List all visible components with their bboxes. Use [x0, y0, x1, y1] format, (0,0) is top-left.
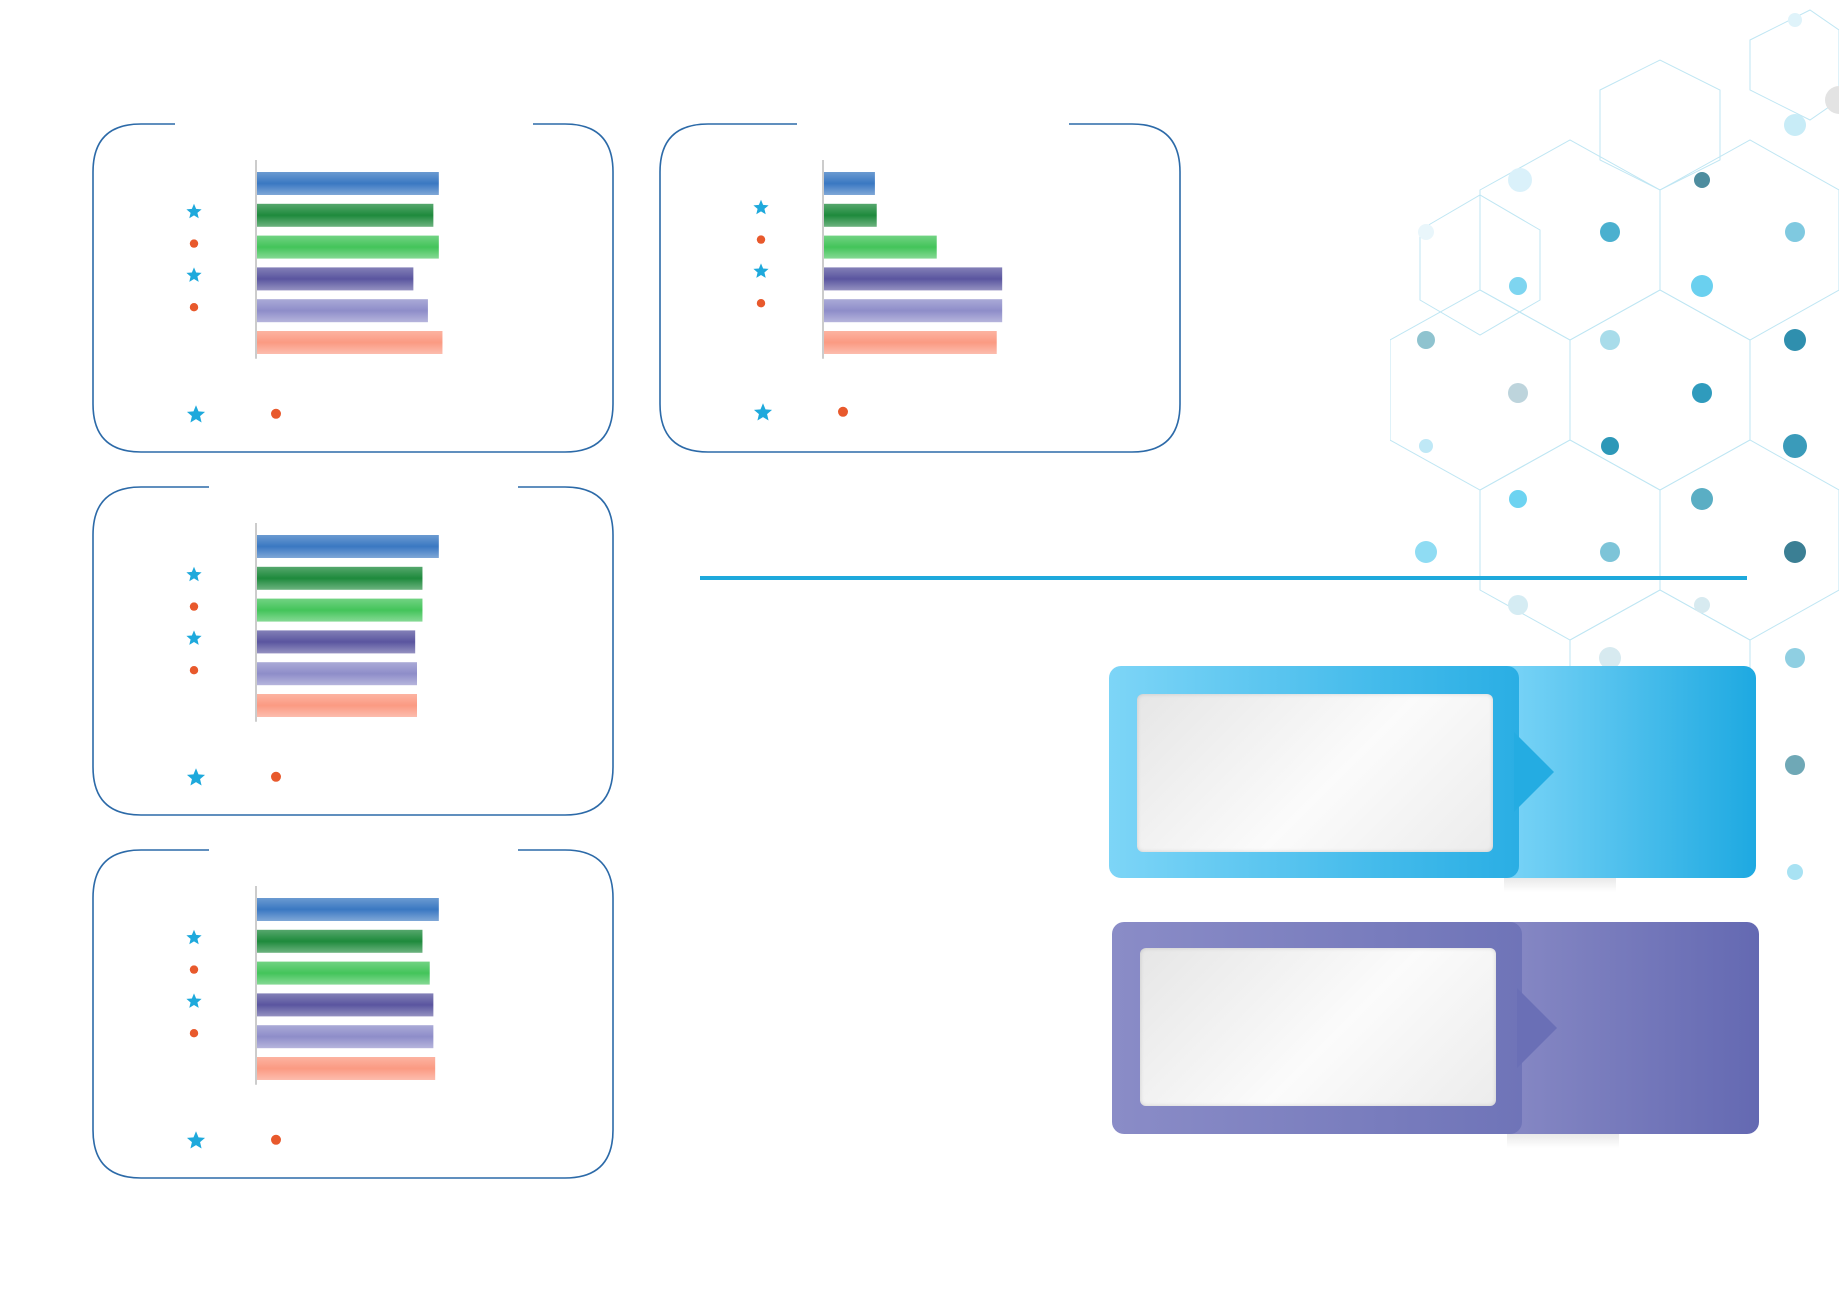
bar-5 [257, 662, 417, 686]
callout-shadow [1504, 878, 1616, 892]
bar-chart-3 [92, 486, 614, 816]
bar-chart-4 [92, 849, 614, 1179]
bar-4 [257, 267, 414, 291]
bar-2 [257, 203, 434, 227]
dot-icon [189, 1029, 199, 1038]
bar-6 [257, 694, 417, 717]
star-icon [186, 566, 202, 582]
bar-2 [824, 203, 877, 227]
bar-1 [824, 172, 875, 195]
bar-chart-2 [659, 123, 1181, 453]
dot-icon [189, 666, 199, 675]
legend-star-icon [186, 768, 206, 786]
chart-panel-4 [92, 848, 614, 1179]
bar-chart-1 [92, 123, 614, 453]
chart-panel-3 [92, 485, 614, 816]
legend-dot-icon [838, 406, 848, 417]
chart-panel-2 [659, 122, 1181, 453]
bar-3 [257, 961, 430, 985]
bar-2 [257, 929, 423, 953]
dot-icon [189, 965, 199, 974]
bar-6 [824, 331, 997, 354]
star-icon [186, 203, 202, 219]
legend-star-icon [186, 405, 206, 423]
dot-icon [189, 239, 199, 248]
star-icon [186, 929, 202, 945]
bar-1 [257, 535, 439, 558]
callout-arrow-icon [1517, 988, 1557, 1068]
chart-frame [92, 123, 614, 453]
star-icon [753, 263, 769, 278]
divider-line [700, 576, 1747, 580]
legend-dot-icon [271, 408, 281, 419]
star-icon [186, 993, 202, 1008]
chart-frame [92, 486, 614, 816]
hexagon-network-background [1390, 9, 1839, 880]
bar-4 [824, 267, 1003, 291]
chart-frame [659, 123, 1181, 453]
bar-3 [824, 235, 937, 259]
bar-6 [257, 331, 443, 354]
callout-text-area [1140, 948, 1496, 1106]
dot-icon [756, 235, 766, 244]
bar-4 [257, 993, 434, 1017]
legend-dot-icon [271, 771, 281, 782]
dot-icon [189, 303, 199, 312]
star-icon [186, 630, 202, 645]
callout-text-area [1137, 694, 1493, 852]
bar-3 [257, 598, 423, 622]
callout-arrow-icon [1514, 732, 1554, 812]
bar-5 [257, 299, 428, 323]
callout-shadow [1507, 1134, 1619, 1148]
star-icon [753, 199, 769, 215]
legend-dot-icon [271, 1134, 281, 1145]
legend-star-icon [753, 403, 773, 421]
bar-3 [257, 235, 439, 259]
dot-icon [756, 299, 766, 308]
bar-1 [257, 172, 439, 195]
bar-2 [257, 566, 423, 590]
bar-1 [257, 898, 439, 921]
chart-frame [92, 849, 614, 1179]
star-icon [186, 267, 202, 282]
bar-4 [257, 630, 416, 654]
chart-panel-1 [92, 122, 614, 453]
bar-5 [257, 1025, 434, 1049]
bar-5 [824, 299, 1003, 323]
legend-star-icon [186, 1131, 206, 1149]
dot-icon [189, 602, 199, 611]
bar-6 [257, 1057, 436, 1080]
